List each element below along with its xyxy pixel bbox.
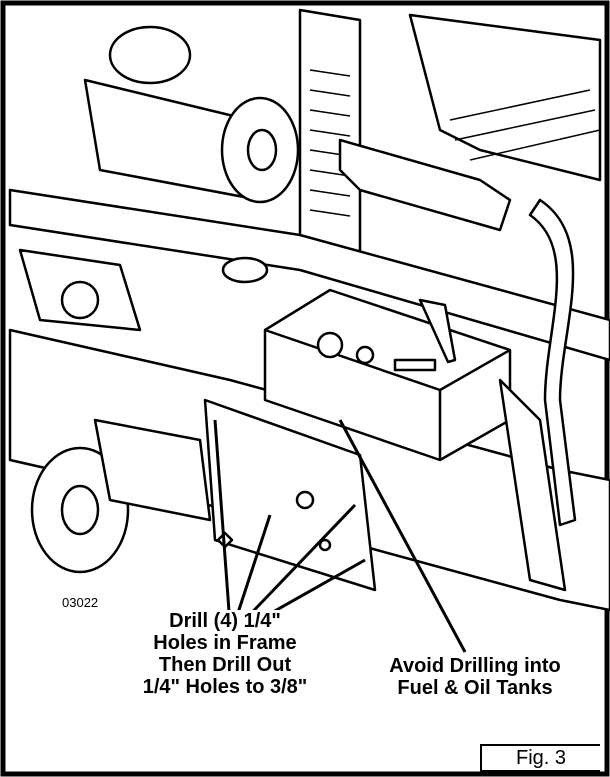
radiator-tower: [298, 8, 362, 272]
callout-line: Fuel & Oil Tanks: [355, 677, 595, 699]
wheel-motor: [93, 418, 212, 522]
figure-label: Fig. 3: [480, 744, 600, 772]
callout-line: Drill (4) 1/4": [100, 610, 350, 632]
air-intake: [108, 25, 192, 85]
part-number: 03022: [62, 595, 99, 610]
existing-hole: [318, 538, 332, 552]
tank-cover-plate: [203, 398, 377, 592]
control-lever: [418, 298, 457, 364]
armrest: [338, 138, 512, 232]
callout-line: 1/4" Holes to 3/8": [100, 676, 350, 698]
callout-line: Avoid Drilling into: [355, 655, 595, 677]
existing-hole: [295, 490, 315, 510]
steering-arm: [528, 198, 577, 527]
drill-instructions-callout: Drill (4) 1/4" Holes in Frame Then Drill…: [100, 610, 350, 698]
callout-line: Then Drill Out: [100, 654, 350, 676]
right-support: [498, 378, 567, 592]
upper-frame-rail: [8, 188, 610, 362]
avoid-drilling-callout: Avoid Drilling into Fuel & Oil Tanks: [355, 655, 595, 699]
callout-line: Holes in Frame: [100, 632, 350, 654]
fuel-filler-cap: [221, 256, 269, 284]
